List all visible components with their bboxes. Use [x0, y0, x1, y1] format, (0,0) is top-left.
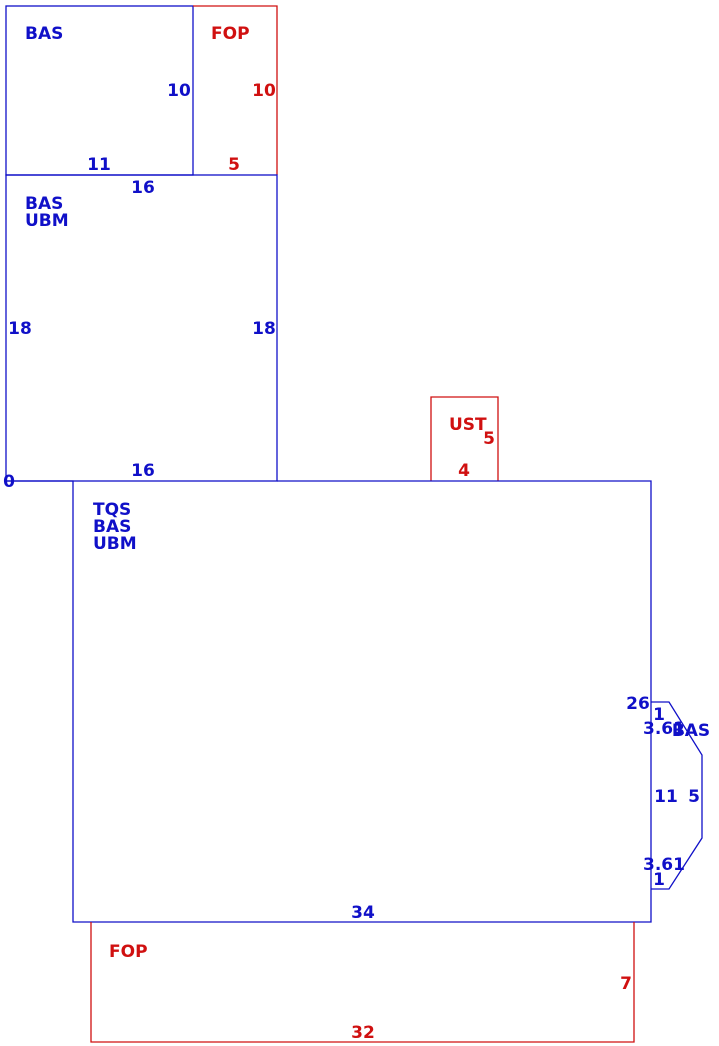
fop-bottom-outline [90, 922, 635, 1043]
bay-dim-outer: 5 [688, 787, 700, 807]
tqs-dim-right: 26 [626, 694, 650, 714]
bas-ubm-code-1: BAS [25, 194, 63, 214]
tqs-code-2: BAS [93, 517, 131, 537]
ust-dim-bottom: 4 [458, 461, 470, 481]
bay-dim-bottom-run: 1 [653, 870, 665, 890]
bas-ubm-outline [5, 174, 278, 482]
bas-top-dim-bottom: 11 [87, 155, 111, 175]
bay-bas-outline [651, 701, 703, 890]
bas-ubm-dim-corner: 0 [3, 472, 15, 492]
bay-dim-bottom-diag: 3.61 [643, 855, 685, 875]
tqs-code-1: TQS [93, 500, 131, 520]
bay-code: BAS [672, 721, 710, 741]
fop-bottom-dim-right: 7 [620, 974, 632, 994]
tqs-bas-ubm-outline [6, 480, 652, 923]
bas-ubm-dim-left: 18 [8, 319, 32, 339]
fop-top-code: FOP [211, 24, 250, 44]
ust-outline [430, 396, 499, 481]
ust-code: UST [449, 415, 487, 435]
bay-dim-top-diag: 3.61 [643, 719, 685, 739]
tqs-dim-bottom: 34 [351, 903, 375, 923]
bas-ubm-code-2: UBM [25, 211, 69, 231]
bas-ubm-dim-right: 18 [252, 319, 276, 339]
tqs-code-3: UBM [93, 534, 137, 554]
ust-dim-right: 5 [483, 429, 495, 449]
fop-top-dim-bottom: 5 [228, 155, 240, 175]
fop-top-dim-right: 10 [252, 81, 276, 101]
fop-top-outline [193, 5, 278, 175]
fop-bottom-code: FOP [109, 942, 148, 962]
bas-ubm-dim-top: 16 [131, 178, 155, 198]
bas-top-code: BAS [25, 24, 63, 44]
bas-ubm-dim-bottom: 16 [131, 461, 155, 481]
bay-dim-inner: 11 [654, 787, 678, 807]
bay-dim-top-run: 1 [653, 705, 665, 725]
bas-top-dim-right: 10 [167, 81, 191, 101]
fop-bottom-dim-bottom: 32 [351, 1023, 375, 1043]
